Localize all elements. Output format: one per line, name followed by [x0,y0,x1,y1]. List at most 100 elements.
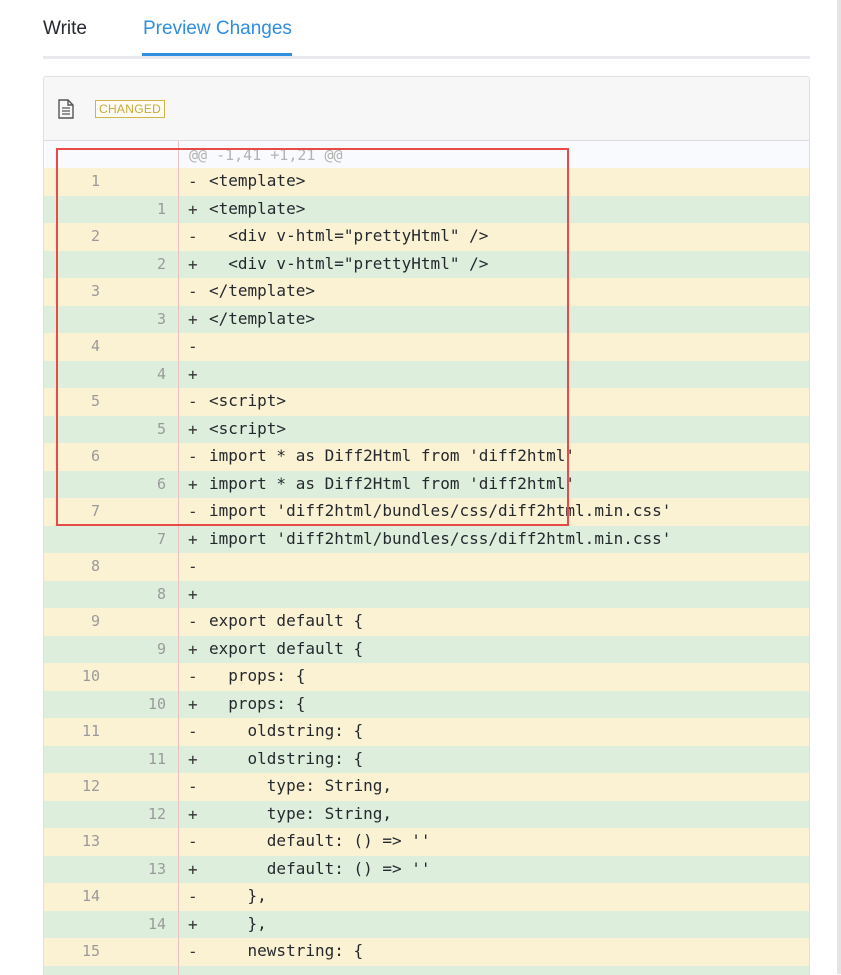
line-gutter: 2 [44,223,179,251]
tab-preview-changes[interactable]: Preview Changes [143,16,292,42]
line-gutter: 9 [44,636,179,664]
diff-line-inserted: 11+ oldstring: { [44,746,809,774]
code-text: import 'diff2html/bundles/css/diff2html.… [209,529,671,549]
diff-line-inserted: 4+ [44,361,809,389]
code-text: default: () => '' [209,831,431,851]
diff-line-inserted: 12+ type: String, [44,801,809,829]
diff-line-deleted: 15- newstring: { [44,938,809,966]
new-line-number: 7 [126,530,166,548]
diff-marker: - [188,832,198,851]
code-text: <template> [209,199,305,219]
line-gutter: 3 [44,306,179,334]
code-text: </template> [209,281,315,301]
line-gutter: 2 [44,251,179,279]
diff-line-inserted: 5 + <script> [44,416,809,444]
old-line-number: 6 [60,447,100,465]
diff-marker: + [188,530,198,549]
line-gutter: 13 [44,856,179,884]
line-gutter: 4 [44,361,179,389]
old-line-number: 4 [60,337,100,355]
diff-marker: + [188,475,198,494]
diff-marker: - [188,557,198,576]
diff-line-deleted: 14 - }, [44,883,809,911]
line-gutter: 1 [44,196,179,224]
diff-marker: + [188,365,198,384]
line-gutter: 15 [44,938,179,966]
new-line-number: 5 [126,420,166,438]
line-gutter: 11 [44,718,179,746]
diff-line-deleted: 11- oldstring: { [44,718,809,746]
line-gutter: 7 [44,498,179,526]
diff-marker: + [188,310,198,329]
new-line-number: 1 [126,200,166,218]
diff-panel: CHANGED @@ -1,41 +1,21 @@ 1-<template>1+… [43,76,810,975]
diff-line-deleted: 13 - default: () => '' [44,828,809,856]
diff-line-deleted: 8- [44,553,809,581]
new-line-number: 11 [126,750,166,768]
old-line-number: 1 [60,172,100,190]
line-gutter: 11 [44,746,179,774]
old-line-number: 13 [60,832,100,850]
changed-badge: CHANGED [95,100,165,118]
code-text: export default { [209,639,363,659]
diff-marker: - [188,282,198,301]
old-line-number: 3 [60,282,100,300]
diff-line-inserted: 9+export default { [44,636,809,664]
tab-write[interactable]: Write [43,16,87,42]
diff-line-deleted: 3 -</template> [44,278,809,306]
code-text: oldstring: { [209,721,363,741]
line-gutter: 12 [44,773,179,801]
line-gutter: 13 [44,828,179,856]
diff-line-inserted: 7 + import 'diff2html/bundles/css/diff2htm… [44,526,809,554]
code-text: import * as Diff2Html from 'diff2html' [209,474,575,494]
code-text: props: { [209,666,305,686]
diff-marker: + [188,860,198,879]
diff-marker: + [188,805,198,824]
diff-rows: 1-<template>1+<template>2- <div v-html="… [44,168,809,975]
old-line-number: 15 [60,942,100,960]
diff-marker: - [188,887,198,906]
new-line-number: 6 [126,475,166,493]
line-gutter: 8 [44,581,179,609]
document-icon [57,99,75,119]
diff-line-inserted: 6 + import * as Diff2Html from 'diff2html' [44,471,809,499]
diff-marker: - [188,392,198,411]
old-line-number: 14 [60,887,100,905]
diff-marker: - [188,612,198,631]
line-gutter: 14 [44,911,179,939]
old-line-number: 10 [60,667,100,685]
new-line-number: 2 [126,255,166,273]
code-text: type: String, [209,776,392,796]
diff-line-inserted: 2+ <div v-html="prettyHtml" /> [44,251,809,279]
new-line-number: 3 [126,310,166,328]
diff-line-inserted: 8+ [44,581,809,609]
diff-line-inserted: 1 + <template> [44,196,809,224]
diff-marker: + [188,420,198,439]
new-line-number: 12 [126,805,166,823]
diff-line-deleted: 10- props: { [44,663,809,691]
code-text: }, [209,886,267,906]
hunk-gutter [44,141,179,168]
diff-marker: - [188,447,198,466]
diff-marker: - [188,337,198,356]
line-gutter: 7 [44,526,179,554]
code-text: <script> [209,419,286,439]
new-line-number: 10 [126,695,166,713]
diff-line-inserted: 3+</template> [44,306,809,334]
line-gutter: 12 [44,801,179,829]
file-header: CHANGED [44,77,809,141]
old-line-number: 7 [60,502,100,520]
code-text: oldstring: { [209,749,363,769]
diff-line-inserted: 10+ props: { [44,691,809,719]
hunk-header: @@ -1,41 +1,21 @@ [44,141,809,168]
diff-marker: + [188,200,198,219]
diff-body: @@ -1,41 +1,21 @@ 1-<template>1+<templat… [44,141,809,975]
code-text: <script> [209,391,286,411]
diff-marker: - [188,502,198,521]
code-text: }, [209,914,267,934]
code-text: <div v-html="prettyHtml" /> [209,254,488,274]
line-gutter: 5 [44,416,179,444]
diff-marker: - [188,172,198,191]
diff-line-deleted: 1-<template> [44,168,809,196]
code-text: newstring: { [209,941,363,961]
